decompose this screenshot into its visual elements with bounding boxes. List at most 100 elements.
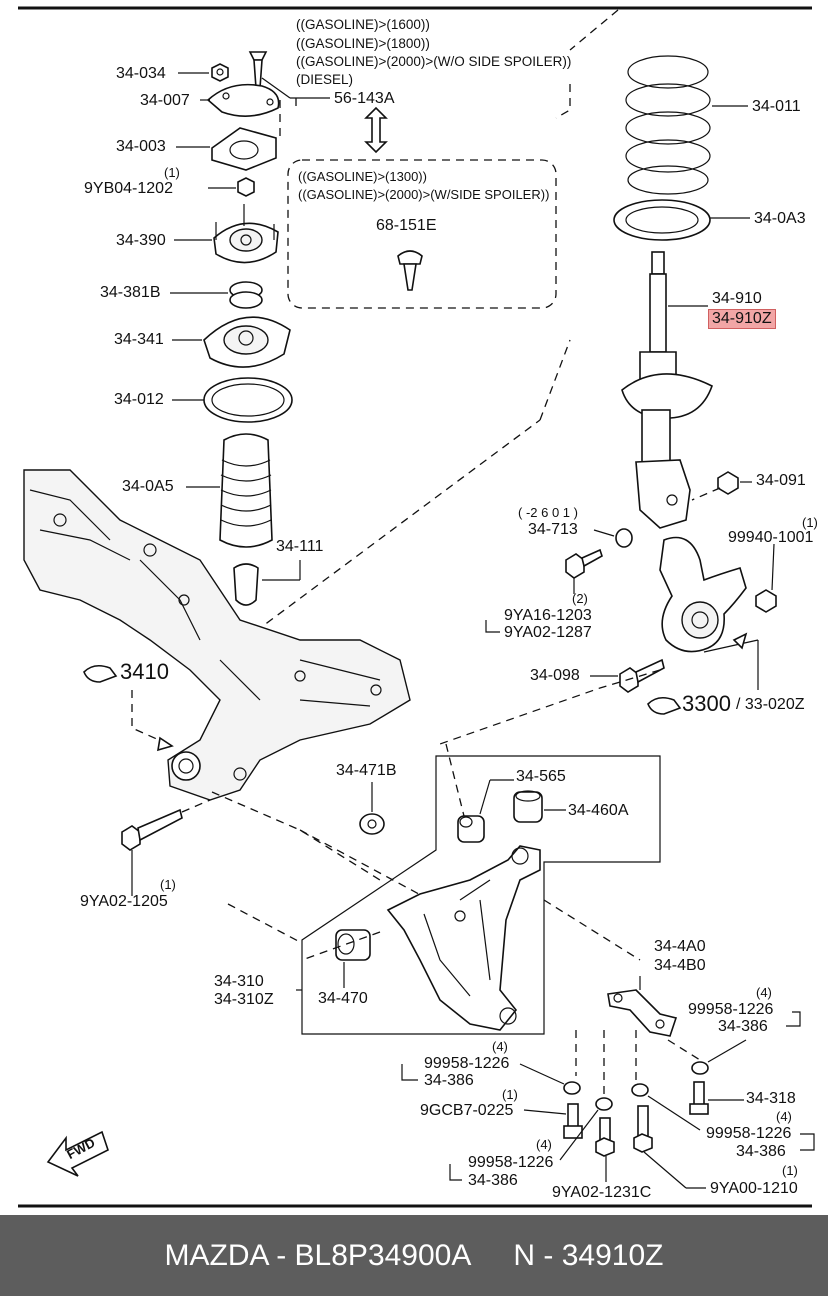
part-label[interactable]: 9YA02-1287 <box>504 624 592 641</box>
seat-34-0a3 <box>613 199 711 241</box>
footer-bar: MAZDA - BL8P34900A N - 34910Z <box>0 1215 828 1296</box>
part-label[interactable]: 9YB04-1202 <box>84 180 173 197</box>
part-label[interactable]: 9YA02-1231C <box>552 1184 652 1201</box>
plate-34-003 <box>211 127 277 171</box>
bracket-34-4a0 <box>607 989 678 1037</box>
footer-part-number: MAZDA - BL8P34900A <box>164 1238 472 1272</box>
part-label[interactable]: 34-310Z <box>214 991 274 1008</box>
part-label[interactable]: 34-0A3 <box>754 210 806 227</box>
part-label[interactable]: 34-111 <box>276 538 324 555</box>
part-label[interactable]: 9GCB7-0225 <box>420 1102 514 1119</box>
part-label[interactable]: 34-390 <box>116 232 166 249</box>
bushing-34-460a <box>513 790 543 823</box>
part-label[interactable]: 34-470 <box>318 990 368 1007</box>
bushing-34-565 <box>457 815 485 843</box>
part-label[interactable]: 34-386 <box>468 1172 518 1189</box>
part-label[interactable]: 9YA00-1210 <box>710 1180 798 1197</box>
bolt-9ya16 <box>565 548 603 579</box>
bushing-34-471b <box>359 813 385 835</box>
part-label[interactable]: 68-151E <box>376 217 437 234</box>
part-label[interactable]: 34-098 <box>530 667 580 684</box>
coil-spring-34-011 <box>625 55 711 195</box>
plate-34-007 <box>206 83 280 117</box>
bolt-9ya00-1210 <box>633 1105 653 1153</box>
part-label[interactable]: 34-471B <box>336 762 397 779</box>
part-label[interactable]: 34-386 <box>718 1018 768 1035</box>
part-label[interactable]: 56-143A <box>334 90 395 107</box>
bolt-9ya02-1231c <box>595 1117 615 1157</box>
variant-note-b-1: ((GASOLINE)>(1300)) <box>298 169 427 184</box>
clip-68-151e <box>397 250 423 291</box>
variant-note-a-1: ((GASOLINE)>(1600)) <box>296 17 430 32</box>
quantity-label: (4) <box>756 985 772 1000</box>
manual-ref-icon-3410 <box>83 664 118 683</box>
variant-note-a-4: (DIESEL) <box>296 72 354 87</box>
diagram-drawing <box>18 6 815 1208</box>
part-label[interactable]: 34-091 <box>756 472 806 489</box>
boot-34-0a5 <box>219 433 273 548</box>
bolt-56-143a <box>248 51 268 89</box>
nut-99940 <box>755 589 777 613</box>
variant-note-a-3: ((GASOLINE)>(2000)>(W/O SIDE SPOILER)) <box>296 54 572 69</box>
quantity-label: (1) <box>502 1087 518 1102</box>
quantity-label: (1) <box>160 877 176 892</box>
part-label[interactable]: 34-713 <box>528 521 578 538</box>
bolt-9gcb7 <box>563 1103 583 1139</box>
quantity-label: (4) <box>492 1039 508 1054</box>
ref-label[interactable]: 3410 <box>120 659 169 684</box>
part-label[interactable]: 9YA02-1205 <box>80 893 168 910</box>
part-label[interactable]: 34-910 <box>712 290 762 307</box>
part-label[interactable]: 34-341 <box>114 331 164 348</box>
washer-l1 <box>563 1081 581 1095</box>
part-label[interactable]: 99958-1226 <box>688 1001 774 1018</box>
quantity-label: (1) <box>782 1163 798 1178</box>
ref-label[interactable]: / 33-020Z <box>736 696 805 713</box>
part-label[interactable]: 34-011 <box>752 98 801 115</box>
part-label[interactable]: 99958-1226 <box>706 1125 792 1142</box>
part-label[interactable]: 34-565 <box>516 768 566 785</box>
part-label[interactable]: 34-003 <box>116 138 166 155</box>
footer-oem-number: N - 34910Z <box>513 1238 664 1272</box>
nut-34-091 <box>717 471 739 495</box>
bolt-34-318 <box>689 1081 709 1115</box>
washer-r1 <box>691 1061 709 1075</box>
part-label[interactable]: 99940-1001 <box>728 529 814 546</box>
quantity-label: (4) <box>776 1109 792 1124</box>
part-label[interactable]: 9YA16-1203 <box>504 607 592 624</box>
part-label[interactable]: 34-310 <box>214 973 264 990</box>
part-label[interactable]: 34-460A <box>568 802 629 819</box>
seat-34-341 <box>203 316 291 368</box>
bolt-9ya02-1205 <box>121 808 183 851</box>
knuckle <box>659 536 747 653</box>
part-label[interactable]: 34-007 <box>140 92 190 109</box>
part-label[interactable]: 99958-1226 <box>468 1154 554 1171</box>
ring-34-012 <box>203 377 293 423</box>
quantity-label: (1) <box>802 515 818 530</box>
part-label[interactable]: 34-0A5 <box>122 478 174 495</box>
washer-l2 <box>595 1097 613 1111</box>
part-label[interactable]: 34-012 <box>114 391 164 408</box>
part-label[interactable]: 34-4B0 <box>654 957 706 974</box>
washer-r2 <box>631 1083 649 1097</box>
ref-label[interactable]: 3300 <box>682 691 731 716</box>
nut-34-034 <box>211 63 229 82</box>
variant-note-a-2: ((GASOLINE)>(1800)) <box>296 36 430 51</box>
part-label[interactable]: 34-4A0 <box>654 938 706 955</box>
subframe <box>23 469 411 801</box>
quantity-label: (4) <box>536 1137 552 1152</box>
part-label[interactable]: 34-381B <box>100 284 161 301</box>
variant-note-b-2: ((GASOLINE)>(2000)>(W/SIDE SPOILER)) <box>298 187 550 202</box>
range-label: ( -2 6 0 1 ) <box>518 505 578 520</box>
washer-34-713 <box>615 528 633 548</box>
bumper-34-111 <box>233 563 259 606</box>
lower-arm-34-310 <box>386 845 541 1031</box>
parts-diagram: ((GASOLINE)>(1600)) ((GASOLINE)>(1800)) … <box>18 6 818 1208</box>
mount-34-390 <box>213 204 279 264</box>
part-label[interactable]: 34-386 <box>424 1072 474 1089</box>
part-label[interactable]: 34-034 <box>116 65 166 82</box>
part-label[interactable]: 99958-1226 <box>424 1055 510 1072</box>
part-label[interactable]: 34-318 <box>746 1090 796 1107</box>
highlighted-part-label[interactable]: 34-910Z <box>708 309 776 329</box>
bearing-34-381b <box>229 281 263 309</box>
part-label[interactable]: 34-386 <box>736 1143 786 1160</box>
